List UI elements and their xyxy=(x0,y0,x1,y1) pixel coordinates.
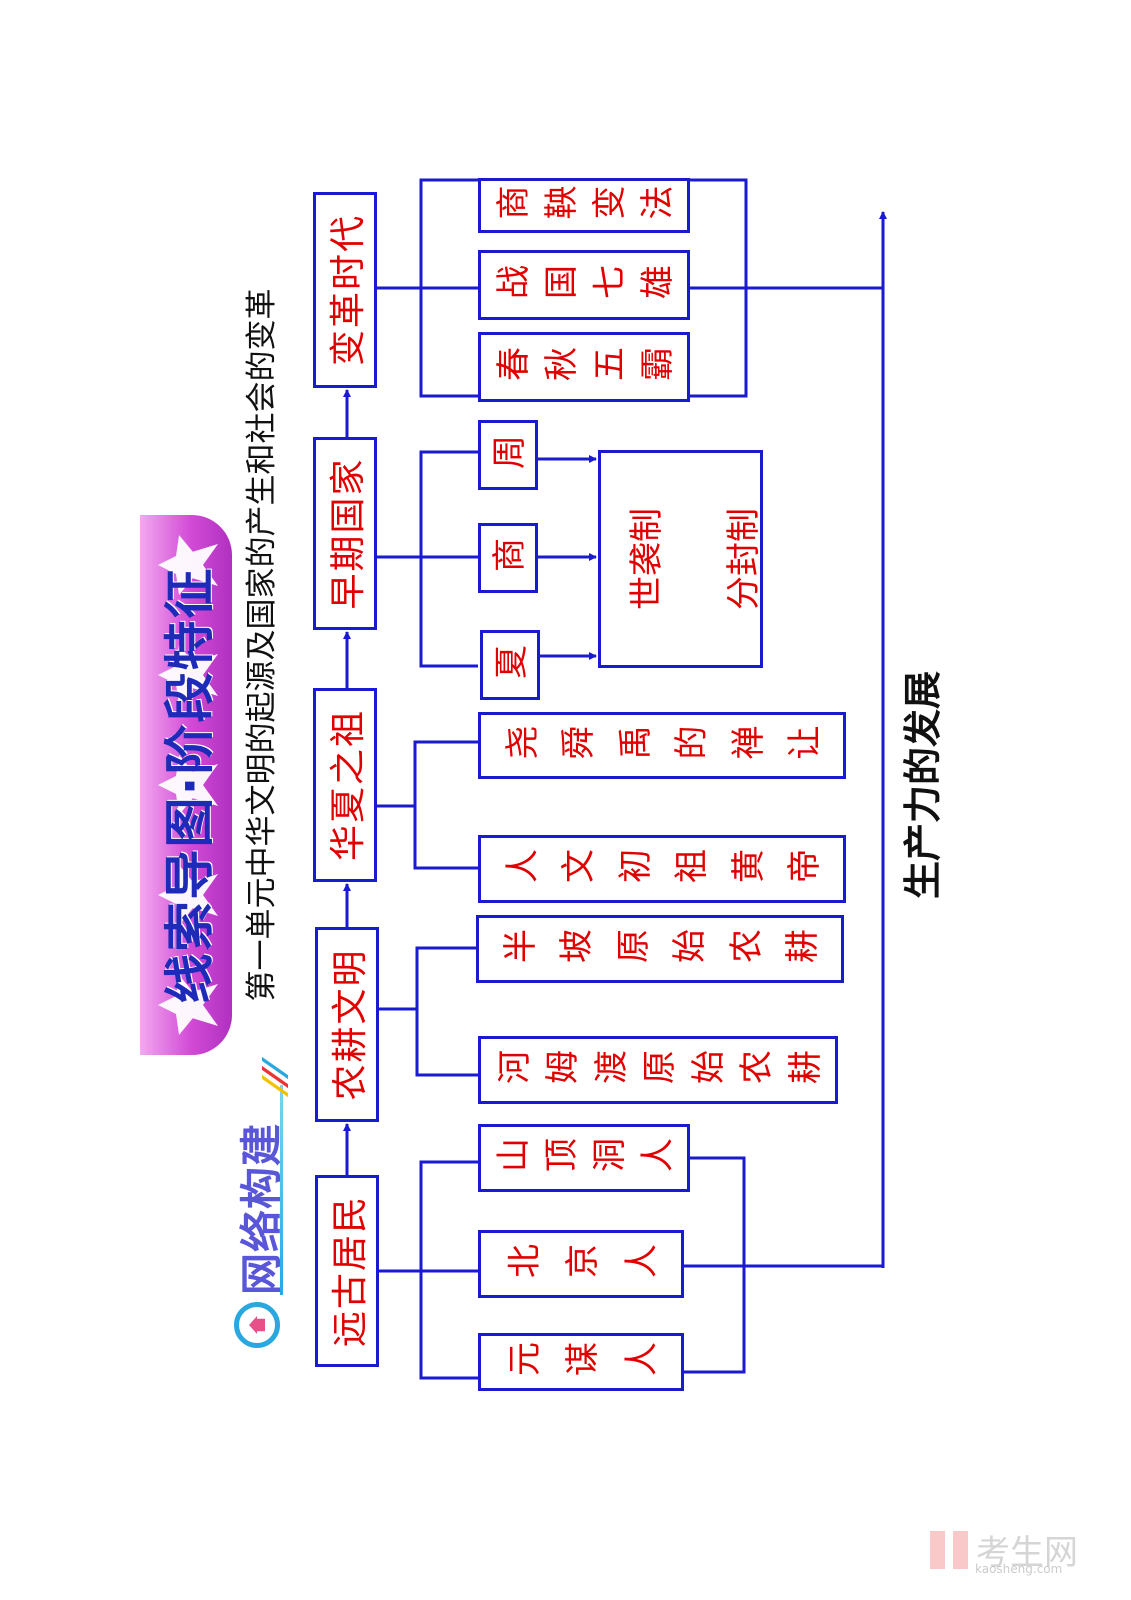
node-early-states: 早期国家 xyxy=(313,437,377,630)
banner: 线索导图·阶段特征 xyxy=(140,515,232,1055)
enfeoffment-system: 分封制 xyxy=(724,508,764,610)
node-spring-autumn-hegemons: 春秋五霸 xyxy=(478,332,690,402)
node-abdication: 尧舜禹的禅让 xyxy=(478,712,846,779)
banner-title: 线索导图·阶段特征 xyxy=(161,566,219,1004)
unit-subtitle: 第一单元中华文明的起源及国家的产生和社会的变革 xyxy=(244,288,280,1002)
node-upper-cave-man: 山顶洞人 xyxy=(478,1124,690,1192)
node-shang-yang-reform: 商鞅变法 xyxy=(478,178,690,233)
divider xyxy=(280,1085,283,1295)
node-reform-era: 变革时代 xyxy=(313,192,377,388)
watermark-url: kaosheng.com xyxy=(975,1562,1063,1576)
node-hemudu: 河姆渡原始农耕 xyxy=(478,1036,838,1104)
node-shang: 商 xyxy=(478,523,538,593)
node-warring-states: 战国七雄 xyxy=(478,250,690,320)
node-yellow-emperor: 人文初祖黄帝 xyxy=(478,835,846,903)
node-farming-civilization: 农耕文明 xyxy=(315,927,379,1122)
hereditary-system: 世袭制 xyxy=(627,508,667,610)
home-icon xyxy=(234,1302,280,1348)
node-ancient-residents: 远古居民 xyxy=(315,1175,379,1367)
node-peking-man: 北京人 xyxy=(478,1230,684,1298)
watermark-logo xyxy=(930,1530,968,1569)
node-xia: 夏 xyxy=(480,630,540,700)
node-state-systems: 世袭制 分封制 xyxy=(598,450,764,668)
node-yuanmou-man: 元谋人 xyxy=(478,1333,684,1391)
node-huaxia-ancestors: 华夏之祖 xyxy=(313,688,377,882)
node-banpo: 半坡原始农耕 xyxy=(476,915,844,983)
node-zhou: 周 xyxy=(478,420,538,490)
watermark: 考生网 xyxy=(930,1525,1078,1574)
productivity-label: 生产力的发展 xyxy=(901,671,945,900)
